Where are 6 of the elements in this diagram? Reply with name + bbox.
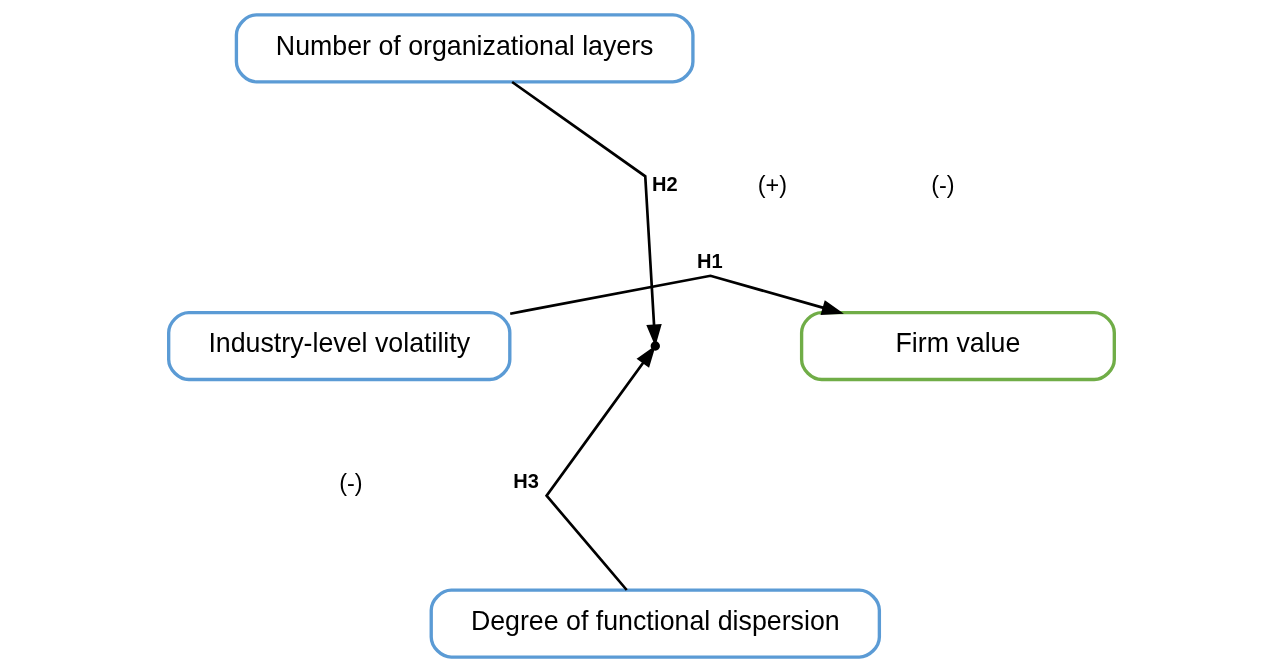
edge-label: H3 — [513, 470, 539, 493]
label: (+) — [757, 172, 787, 199]
label: (-) — [931, 172, 955, 199]
edge-label: H2 — [651, 172, 678, 195]
label: (-) — [339, 470, 363, 497]
edge-label: H1 — [697, 250, 723, 273]
